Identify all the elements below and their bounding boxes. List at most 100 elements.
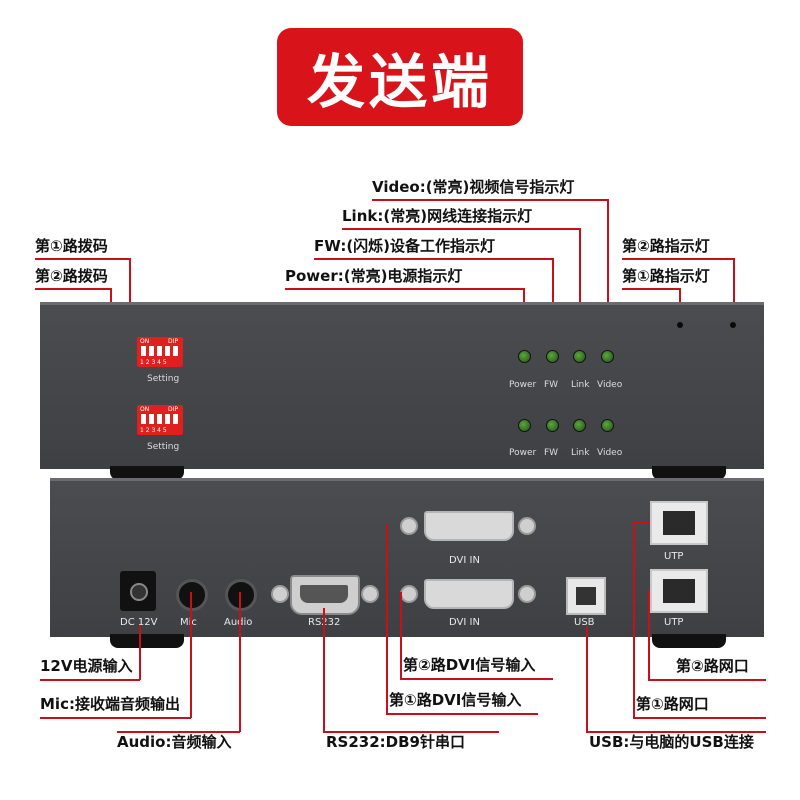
ch1-indicator-dot xyxy=(677,322,683,328)
led-label-link: Link xyxy=(571,380,590,390)
leader-line xyxy=(386,713,538,715)
video-led-ch2 xyxy=(601,419,614,432)
callout-ch2-dip: 第②路拨码 xyxy=(35,267,108,285)
leader-line xyxy=(117,731,240,733)
dip-switch-ch1[interactable]: ON DIP 1 2 3 4 5 xyxy=(137,337,183,367)
dvi-screw xyxy=(400,517,418,535)
leader-line xyxy=(139,625,141,680)
audio-jack[interactable] xyxy=(225,579,257,611)
ch2-indicator-dot xyxy=(730,322,736,328)
front-foot-right xyxy=(652,466,726,480)
leader-line xyxy=(40,717,191,719)
audio-label: Audio xyxy=(224,617,252,628)
rs232-screw xyxy=(271,585,289,603)
leader-line xyxy=(579,228,581,347)
leader-line xyxy=(607,199,609,347)
callout-power-in: 12V电源输入 xyxy=(40,657,133,675)
callout-ch1-indicator: 第①路指示灯 xyxy=(622,267,710,285)
leader-line xyxy=(400,592,402,679)
leader-line xyxy=(190,592,192,718)
led-label-power: Power xyxy=(509,448,537,458)
callout-fw-led: FW:(闪烁)设备工作指示灯 xyxy=(314,237,496,255)
dip-on-label: ON xyxy=(140,338,150,345)
dvi-screw xyxy=(518,517,536,535)
led-label-fw: FW xyxy=(544,448,559,458)
callout-link-led: Link:(常亮)网线连接指示灯 xyxy=(342,207,533,225)
usb-label: USB xyxy=(574,617,595,628)
led-label-fw: FW xyxy=(544,380,559,390)
callout-net1: 第①路网口 xyxy=(636,695,709,713)
led-label-power: Power xyxy=(509,380,537,390)
leader-line xyxy=(622,288,680,290)
dc-label: DC 12V xyxy=(120,617,158,628)
led-label-link: Link xyxy=(571,448,590,458)
dvi-in-port-2[interactable] xyxy=(424,511,514,541)
leader-line xyxy=(40,679,140,681)
video-led-ch1 xyxy=(601,350,614,363)
link-led-ch1 xyxy=(573,350,586,363)
fw-led-ch2 xyxy=(546,419,559,432)
link-led-ch2 xyxy=(573,419,586,432)
utp-label: UTP xyxy=(664,551,684,562)
callout-dvi1: 第①路DVI信号输入 xyxy=(389,691,522,709)
dip-numbers: 1 2 3 4 5 xyxy=(140,427,167,434)
usb-port[interactable] xyxy=(566,577,606,615)
callout-video-led: Video:(常亮)视频信号指示灯 xyxy=(372,178,575,196)
leader-line xyxy=(586,626,588,732)
setting-label: Setting xyxy=(147,442,180,452)
callout-audio: Audio:音频输入 xyxy=(117,733,232,751)
dvi-in-label: DVI IN xyxy=(449,617,480,628)
leader-line xyxy=(633,521,635,718)
leader-line xyxy=(323,731,499,733)
leader-line xyxy=(239,592,241,732)
back-foot-left xyxy=(110,634,184,648)
leader-line xyxy=(733,258,735,320)
leader-line xyxy=(342,228,580,230)
dvi-screw xyxy=(400,585,418,603)
dvi-in-label: DVI IN xyxy=(449,555,480,566)
dip-switch-ch2[interactable]: ON DIP 1 2 3 4 5 xyxy=(137,405,183,435)
power-led-ch1 xyxy=(518,350,531,363)
title-badge: 发送端 xyxy=(277,28,523,126)
utp-port-1[interactable] xyxy=(650,569,708,613)
mic-jack[interactable] xyxy=(176,579,208,611)
leader-line xyxy=(633,521,650,523)
back-foot-right xyxy=(652,634,726,648)
power-led-ch2 xyxy=(518,419,531,432)
leader-line xyxy=(314,258,554,260)
back-panel: DC 12V Mic Audio RS232 DVI IN DVI IN USB… xyxy=(50,478,764,637)
rs232-screw xyxy=(361,585,379,603)
leader-line xyxy=(622,258,734,260)
leader-line xyxy=(633,717,766,719)
utp-label: UTP xyxy=(664,617,684,628)
leader-line xyxy=(400,678,553,680)
led-label-video: Video xyxy=(597,380,623,390)
dvi-in-port-1[interactable] xyxy=(424,579,514,609)
leader-line xyxy=(285,288,525,290)
dip-on-label: ON xyxy=(140,406,150,413)
callout-dvi2: 第②路DVI信号输入 xyxy=(403,656,536,674)
setting-label: Setting xyxy=(147,374,180,384)
callout-net2: 第②路网口 xyxy=(676,657,749,675)
callout-rs232: RS232:DB9针串口 xyxy=(326,733,465,751)
dip-numbers: 1 2 3 4 5 xyxy=(140,359,167,366)
leader-line xyxy=(386,524,388,714)
leader-line xyxy=(323,608,325,732)
led-label-video: Video xyxy=(597,448,623,458)
dc-power-jack[interactable] xyxy=(120,571,156,611)
dvi-screw xyxy=(518,585,536,603)
front-foot-left xyxy=(110,466,184,480)
dip-dip-label: DIP xyxy=(168,338,179,345)
callout-ch1-dip: 第①路拨码 xyxy=(35,237,108,255)
leader-line xyxy=(648,590,650,680)
callout-mic: Mic:接收端音频输出 xyxy=(40,695,180,713)
leader-line xyxy=(35,288,111,290)
front-panel: ON DIP 1 2 3 4 5 Setting ON DIP 1 2 3 4 … xyxy=(40,302,764,469)
rs232-port[interactable] xyxy=(290,575,360,615)
utp-port-2[interactable] xyxy=(650,501,708,545)
callout-power-led: Power:(常亮)电源指示灯 xyxy=(285,267,463,285)
dip-dip-label: DIP xyxy=(168,406,179,413)
leader-line xyxy=(586,731,766,733)
mic-label: Mic xyxy=(180,617,197,628)
leader-line xyxy=(372,199,608,201)
